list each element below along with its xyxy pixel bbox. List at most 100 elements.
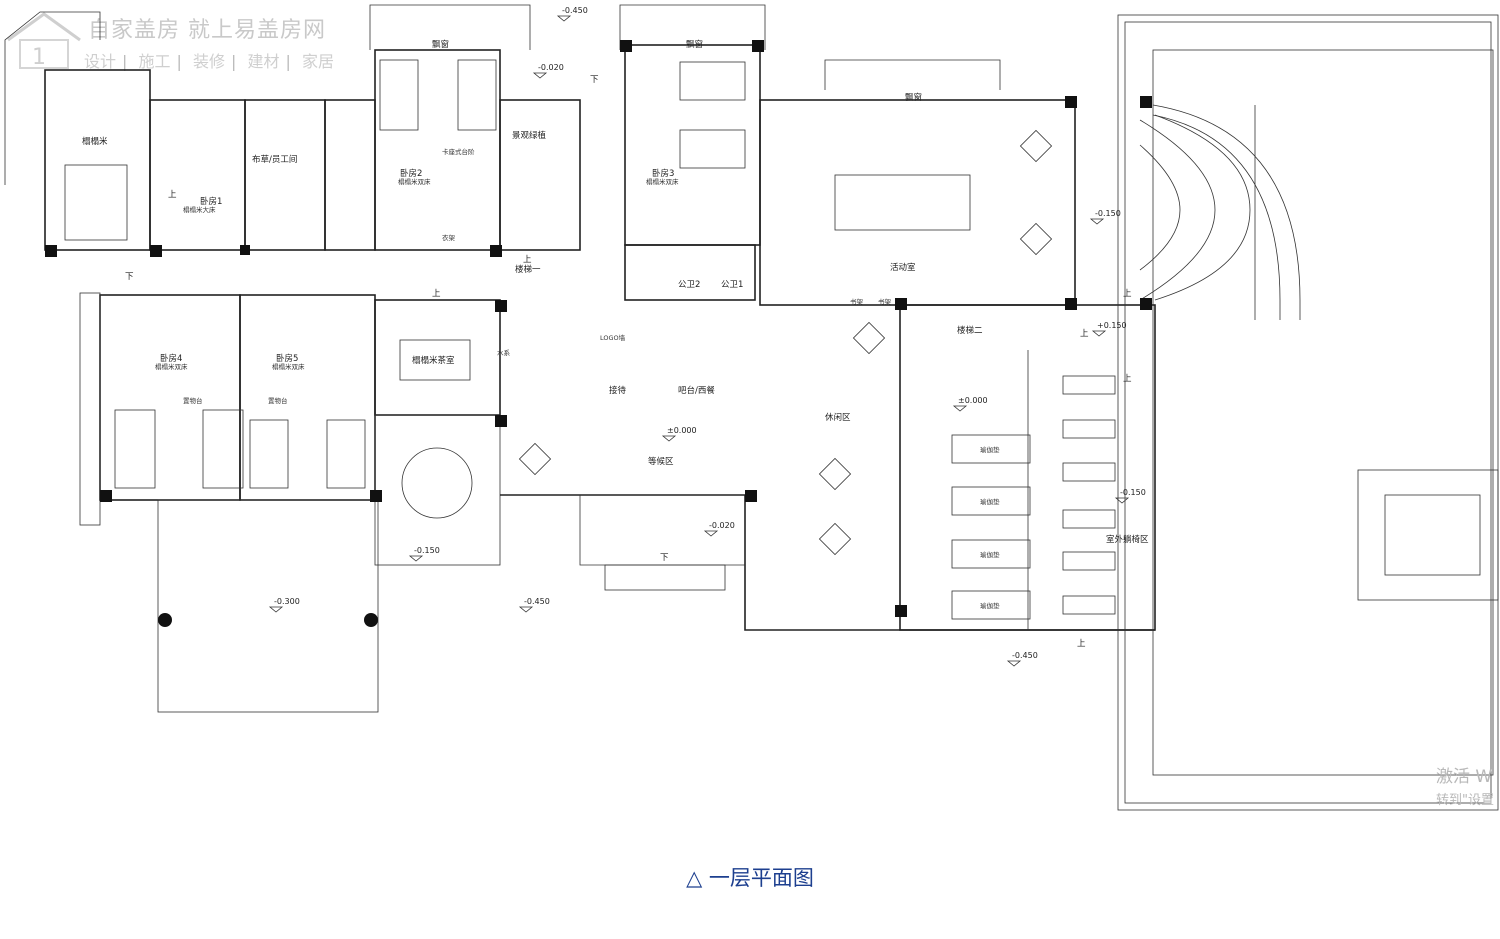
courtyard [374,414,501,566]
label-bedroom1: 卧房1 [200,196,222,207]
level-top-b: -0.020 [538,63,564,72]
level-front: -0.450 [524,597,550,606]
service-build: 施工 [138,52,171,71]
room-labels: 榻榻米 卧房1 榻榻米大床 布草/员工间 卧房2 榻榻米双床 卡座式台阶 衣架 … [82,39,1149,610]
mark-down-2: 下 [125,272,134,282]
walls [4,4,1499,811]
furniture [64,59,1116,620]
label-tea-room: 榻榻米茶室 [412,355,455,366]
level-east-c: -0.150 [1120,488,1146,497]
pool-steps [1357,469,1499,601]
watermark-services: 设计| 施工| 装修| 建材| 家居 [84,52,335,71]
bedroom4-wall [99,294,241,501]
service-home: 家居 [302,52,335,71]
caption-marker: △ [686,866,703,890]
mark-up-2: 上 [523,255,532,265]
level-hall-a: ±0.000 [958,396,988,405]
activity-room-wall [759,99,1076,306]
tree [401,447,473,519]
caption-text: 一层平面图 [708,866,814,890]
tatami-room-wall [44,69,151,251]
label-yoga-3: 瑜伽垫 [980,550,1000,559]
level-east-a: -0.150 [1095,209,1121,218]
label-water-bar: 水系 [497,348,511,357]
label-bedroom1-sub: 榻榻米大床 [183,205,216,214]
label-waiting: 等候区 [648,456,674,467]
level-entry: -0.020 [709,521,735,530]
label-yoga-1: 瑜伽垫 [980,445,1000,454]
level-hall-b: ±0.000 [667,426,697,435]
label-bedroom4-sub: 榻榻米双床 [155,362,188,371]
watermark-title: 自家盖房 就上易盖房网 [88,18,326,43]
mark-up-4: 上 [1123,289,1132,299]
mark-up-5: 上 [1123,374,1132,384]
label-yoga-2: 瑜伽垫 [980,497,1000,506]
label-stair1: 楼梯一 [515,264,541,275]
columns [45,40,1152,627]
mark-up-6: 上 [1080,329,1089,339]
house-logo-icon: 1 [7,12,81,70]
level-top-a: -0.450 [562,6,588,15]
label-bar: 吧台/西餐 [678,385,715,396]
label-bay-window-2: 飘窗 [686,39,703,50]
label-bookshelf-1: 书架 [850,297,864,306]
label-tatami: 榻榻米 [82,136,108,147]
level-porch: -0.300 [274,597,300,606]
level-court-a: -0.150 [414,546,440,555]
mark-up-7: 上 [1077,639,1086,649]
tatami-bed [64,164,128,241]
label-shelf5: 置物台 [268,396,288,405]
level-marks: -0.450 -0.020 -0.150 +0.150 ±0.000 ±0.00… [268,6,1146,667]
activation-watermark: 激活 W 转到"设置 [1436,762,1494,808]
label-bedroom5-sub: 榻榻米双床 [272,362,305,371]
figure-caption: △ 一层平面图 [0,862,1500,892]
service-materials: 建材 [247,52,280,71]
label-logo-wall: LOGO墙 [600,333,626,342]
label-bedroom2-sub: 榻榻米双床 [398,177,431,186]
bedroom3-wall [624,44,761,246]
linen-room-wall [244,99,326,251]
label-linen: 布草/员工间 [252,154,297,165]
long-table [834,174,971,231]
service-design: 设计 [84,52,117,71]
tea-table [399,339,471,381]
label-wardrobe: 衣架 [442,233,456,242]
mark-up-3: 上 [432,289,441,299]
label-bedroom5: 卧房5 [276,353,298,364]
level-east-b: +0.150 [1097,321,1127,330]
label-landscape: 景观绿植 [512,130,547,141]
label-bay-window-1: 飘窗 [432,39,449,50]
porch [157,499,379,713]
stair-marks: 上 上 上 上 上 上 上 下 下 下 [125,75,1132,649]
bedroom2-wall [374,49,501,251]
label-activity: 活动室 [890,262,916,273]
label-bedroom3-sub: 榻榻米双床 [646,177,679,186]
activation-title: 激活 W [1436,767,1493,787]
label-bay-window-3: 飘窗 [905,92,922,103]
label-bedroom3: 卧房3 [652,168,674,179]
mark-up-1: 上 [168,190,177,200]
leisure-area-wall [899,304,1156,631]
landscape-wall [499,99,581,251]
label-wc1: 公卫1 [721,280,743,290]
pool-deck-outer [1117,14,1499,811]
level-bottom: -0.450 [1012,651,1038,660]
public-wc-wall [624,244,756,301]
bedroom1-wall [149,99,246,251]
mark-down-3: 下 [660,553,669,563]
label-card-platform: 卡座式台阶 [442,147,475,156]
label-bedroom4: 卧房4 [160,353,182,364]
label-outdoor-lounge: 室外躺椅区 [1106,534,1149,545]
label-shelf4: 置物台 [183,396,203,405]
floor-plan: 榻榻米 卧房1 榻榻米大床 布草/员工间 卧房2 榻榻米双床 卡座式台阶 衣架 … [4,4,1499,811]
service-decor: 装修 [193,52,226,71]
label-stair2: 楼梯二 [957,325,983,336]
bedroom5-wall [239,294,376,501]
bath-wall [324,99,376,251]
svg-text:1: 1 [32,45,46,70]
label-yoga-4: 瑜伽垫 [980,601,1000,610]
label-reception: 接待 [609,385,627,396]
label-wc2: 公卫2 [678,280,700,290]
label-bedroom2: 卧房2 [400,168,422,179]
label-leisure: 休闲区 [825,412,851,423]
